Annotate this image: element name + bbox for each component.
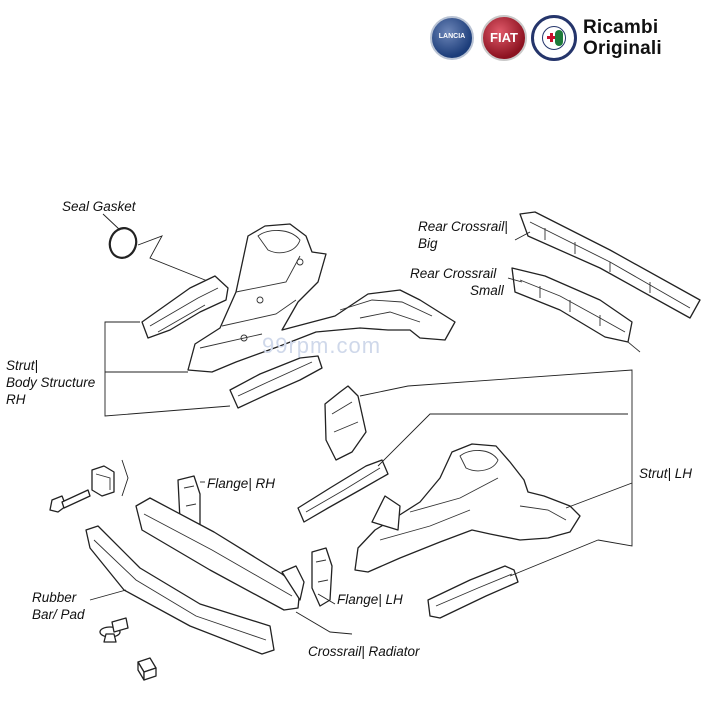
square-nut-part xyxy=(137,657,157,681)
strut-lh-assembly xyxy=(354,443,581,573)
strut-lh-rail-leader xyxy=(377,413,628,467)
strut-lh-lower-leader xyxy=(509,539,599,577)
strut-lh-lower-rail-part xyxy=(427,565,519,619)
lancia-badge-text: LANCIA xyxy=(438,33,466,40)
bolt-part xyxy=(49,489,91,513)
fiat-badge-text: FIAT xyxy=(490,30,518,45)
seal-gasket-part xyxy=(108,227,138,259)
strut-lh-upper-bracket-part xyxy=(324,385,367,461)
seal-gasket-leader xyxy=(102,213,121,231)
rear-crossrail-big-part xyxy=(519,211,701,319)
flange-lh-label: Flange| LH xyxy=(337,592,403,607)
brand-title-line2: Originali xyxy=(583,38,662,59)
rubber-bar-pad-label-line2: Bar/ Pad xyxy=(32,607,85,622)
watermark-text: 99rpm.com xyxy=(262,333,382,358)
brand-header: LANCIA FIAT Ricambi Originali xyxy=(0,0,702,80)
rear-crossrail-big-leader xyxy=(514,231,531,241)
fiat-badge-icon: FIAT xyxy=(481,15,527,61)
rubber-bar-pad-leader xyxy=(89,589,127,601)
strut-rh-lower-rail-part xyxy=(229,355,323,409)
rear-crossrail-small-label-line2: Small xyxy=(470,283,504,298)
seal-gasket-label: Seal Gasket xyxy=(62,199,136,214)
rear-crossrail-big-label-line1: Rear Crossrail| xyxy=(418,219,508,234)
rubber-bar-pad-label-line1: Rubber xyxy=(32,590,77,605)
rear-crossrail-big-label-line2: Big xyxy=(418,236,438,251)
strut-lh-bracket-leader xyxy=(359,369,633,547)
push-clip-part xyxy=(99,617,129,643)
rear-crossrail-small-leader xyxy=(507,277,523,283)
rear-crossrail-small-label-line1: Rear Crossrail xyxy=(410,266,497,281)
strut-lh-leader xyxy=(565,482,633,509)
flange-lh-part xyxy=(311,547,333,607)
lancia-badge-icon: LANCIA xyxy=(430,16,474,60)
rear-crossrail-small-part xyxy=(511,267,641,353)
strut-lh-rail-part xyxy=(297,459,389,523)
strut-rh-assembly xyxy=(187,223,456,373)
flange-rh-label: Flange| RH xyxy=(207,476,276,491)
clip-leader xyxy=(121,459,129,497)
crossrail-radiator-part xyxy=(135,497,305,611)
crossrail-radiator-leader xyxy=(295,611,353,635)
alfa-romeo-badge-icon xyxy=(531,15,577,61)
strut-rh-label-line2: Body Structure xyxy=(6,375,96,390)
strut-rh-label-line1: Strut| xyxy=(6,358,39,373)
flange-lh-leader xyxy=(317,593,336,605)
strut-rh-bracket-part xyxy=(141,275,229,339)
crossrail-radiator-label: Crossrail| Radiator xyxy=(308,644,420,659)
strut-rh-label-line3: RH xyxy=(6,392,26,407)
brand-title-line1: Ricambi xyxy=(583,17,659,38)
strut-rh-bracket-leader xyxy=(104,321,231,417)
strut-lh-label: Strut| LH xyxy=(639,466,693,481)
clip-part xyxy=(91,465,115,497)
rubber-bar-pad-part xyxy=(85,525,275,655)
seal-gasket-guide xyxy=(137,235,211,283)
